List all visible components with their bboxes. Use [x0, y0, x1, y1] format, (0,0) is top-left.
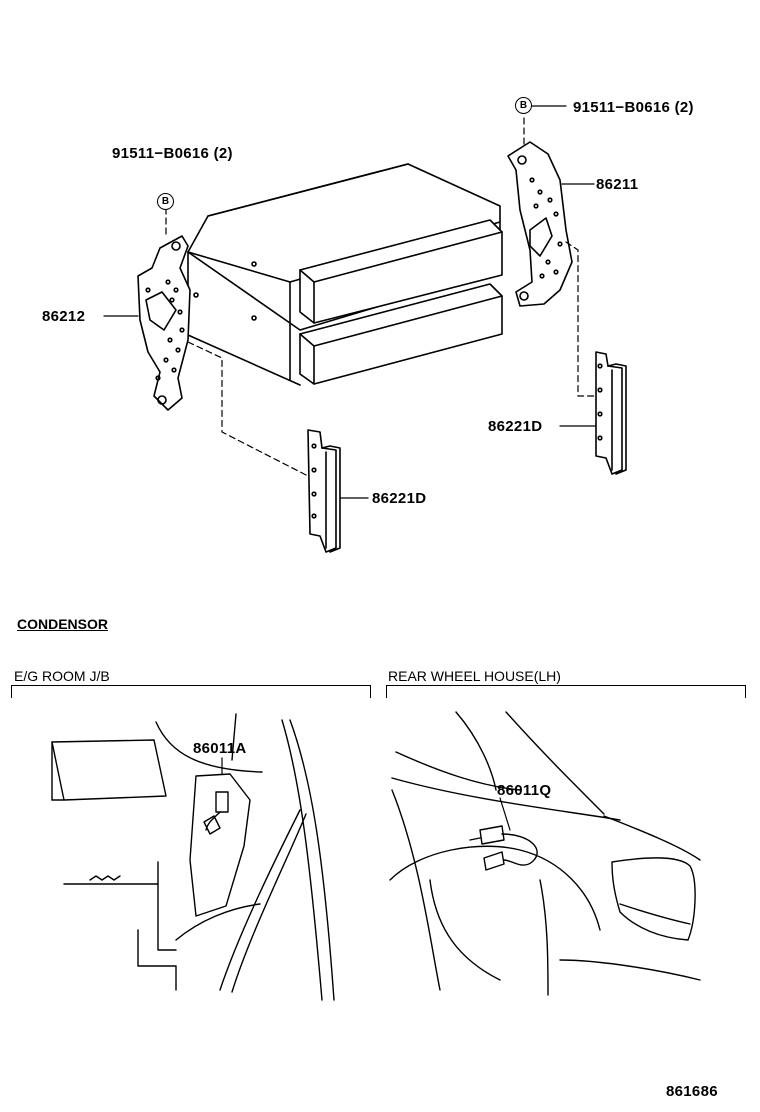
bolt-symbol-left: B — [157, 193, 174, 210]
eg-room-title: E/G ROOM J/B — [14, 668, 110, 684]
audio-unit-drawing — [187, 163, 503, 386]
cover-right-drawing — [595, 351, 627, 475]
cover-left-label: 86221D — [372, 490, 427, 507]
bracket-left-drawing — [137, 235, 191, 411]
rear-wheel-house-view — [389, 711, 701, 996]
bolt-part-number-right: 91511−B0616 (2) — [573, 99, 694, 116]
condensor-heading: CONDENSOR — [17, 616, 109, 632]
cover-right-label: 86221D — [488, 418, 543, 435]
cover-left-drawing — [307, 429, 341, 553]
eg-room-bracket — [11, 685, 371, 698]
diagram-number: 861686 — [666, 1083, 718, 1100]
bracket-left-label: 86212 — [42, 308, 86, 325]
engine-room-view — [51, 713, 335, 1001]
bolt-symbol-right: B — [515, 97, 532, 114]
wire-eg-label: 86011A — [193, 740, 247, 757]
rear-wheel-house-bracket — [386, 685, 746, 698]
wire-rear-label: 86011Q — [497, 782, 552, 799]
rear-wheel-house-title: REAR WHEEL HOUSE(LH) — [388, 668, 561, 684]
assembly-lines — [165, 117, 597, 477]
leader-lines — [103, 105, 597, 831]
bracket-right-drawing — [507, 141, 573, 307]
bolt-part-number-left: 91511−B0616 (2) — [112, 145, 233, 162]
bracket-right-label: 86211 — [596, 176, 639, 193]
